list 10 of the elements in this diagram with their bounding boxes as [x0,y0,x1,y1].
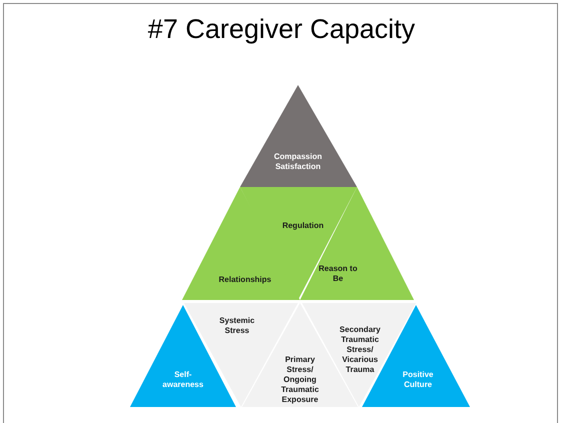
tile-label: Reason to Be [318,264,358,284]
slide-title: #7 Caregiver Capacity [146,14,416,45]
tile-label: Regulation [281,221,325,231]
tile-label: Positive Culture [402,370,434,390]
tile-label: Self-awareness [162,370,204,390]
tile-label: Relationships [218,275,272,285]
tile-label: Secondary Traumatic Stress/ Vicarious Trauma [338,325,382,375]
tile-label: Systemic Stress [218,316,256,336]
tile-label: Compassion Satisfaction [272,152,323,172]
tile-label: Primary Stress/ Ongoing Traumatic Exposure [280,355,320,405]
